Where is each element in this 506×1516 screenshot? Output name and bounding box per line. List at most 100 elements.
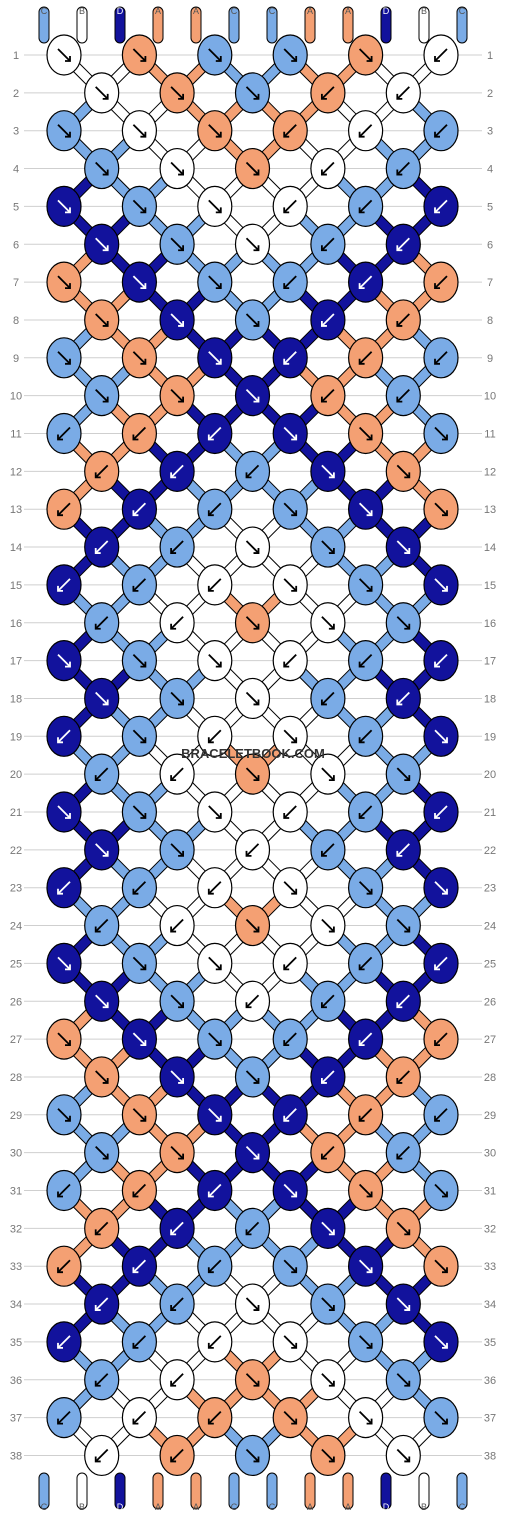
knot-arrow [358,1335,373,1349]
knot-arrowhead [396,93,403,100]
knot-arrowhead [253,1380,260,1387]
knot-arrowhead [57,1342,63,1349]
knot-arrowhead [178,93,184,100]
knot-arrow [170,161,184,176]
knot-arrow [396,1297,410,1311]
knot-arrowhead [404,775,411,782]
knot-arrowhead [94,926,101,933]
knot-arrow [358,578,373,592]
knot-arrow [321,540,335,554]
knot-arrowhead [253,396,260,403]
knot-arrowhead [283,661,290,668]
knot-arrowhead [102,1002,109,1009]
knot-arrow [283,956,297,971]
knot-arrow [208,1108,222,1122]
knot-arrow [245,616,260,630]
knot-arrow [321,86,335,100]
knot-arrowhead [328,1456,335,1463]
row-number-left: 8 [13,315,19,327]
knot-arrow [170,1297,184,1311]
knot-arrowhead [442,1267,448,1274]
knot-arrowhead [207,1191,214,1198]
knot-arrowhead [170,548,177,554]
knot-arrow [57,48,71,62]
row-number-right: 18 [484,693,496,705]
knot-arrow [57,1183,71,1198]
knot-arrow [283,1032,297,1046]
knot-arrowhead [321,699,327,706]
knot-arrowhead [207,510,214,517]
knot-arrow [95,691,109,706]
knot-arrow [170,994,184,1008]
knot-arrow [170,1373,184,1387]
knot-arrow [57,124,71,138]
knot-arrowhead [253,775,260,782]
knot-arrow [283,1335,297,1349]
knot-arrowhead [57,434,63,441]
knot-arrowhead [57,737,63,744]
knot-arrow [434,1410,448,1425]
knot-arrowhead [404,472,411,479]
strand-letter: D [383,1502,390,1512]
knot-arrow [57,1259,71,1273]
knot-arrow [434,124,448,138]
knot-arrow [245,1221,260,1235]
knot-arrowhead [434,207,440,214]
knot-arrow [396,464,410,478]
knot-arrow [358,1108,373,1122]
row-number-right: 34 [484,1299,496,1311]
knot-arrow [396,616,410,630]
knot-arrowhead [65,131,71,138]
knot-arrowhead [215,964,222,971]
knot-arrowhead [358,737,365,744]
knot-arrowhead [358,207,365,214]
row-number-left: 13 [10,504,22,516]
knot-arrowhead [140,207,147,214]
knot-arrowhead [321,396,327,403]
knot-arrowhead [396,850,403,857]
knot-arrow [245,161,260,176]
knot-arrow [245,767,260,781]
knot-arrow [208,653,222,668]
knot-arrowhead [358,131,365,138]
knot-arrowhead [253,320,260,327]
knot-arrow [170,1070,184,1084]
knot-arrow [283,729,297,743]
knot-arrowhead [283,283,290,289]
knot-arrow [434,426,448,441]
knot-arrow [396,994,410,1008]
knot-arrowhead [140,661,147,668]
knot-arrow [57,881,71,895]
knot-arrow [358,653,373,668]
row-number-left: 6 [13,239,19,251]
knot-arrowhead [253,245,260,252]
knot-arrowhead [178,245,184,252]
knot-arrowhead [442,434,448,441]
knot-arrow [321,1221,335,1235]
knot-arrow [358,729,373,743]
knot-arrowhead [215,661,222,668]
knot-arrow [95,540,109,554]
row-number-left: 25 [10,958,22,970]
knot-arrow [434,956,448,971]
knot-arrowhead [253,1077,260,1084]
strand-letter: A [307,1502,313,1512]
knot-arrowhead [170,472,177,479]
knot-arrowhead [65,358,71,365]
knot-arrow [132,729,147,743]
row-number-left: 16 [10,618,22,630]
knot-arrow [245,313,260,327]
knot-arrowhead [102,169,109,176]
knot-arrow [358,1183,373,1198]
knot-arrow [95,616,109,630]
knot-arrowhead [94,1229,101,1236]
knot-arrowhead [253,1456,260,1463]
knot-arrowhead [358,283,365,289]
knot-arrow [358,1032,373,1046]
knot-arrow [245,1373,260,1387]
knot-arrowhead [366,888,373,895]
knot-arrow [434,578,448,592]
knot-arrowhead [434,358,440,365]
knot-arrow [132,1032,147,1046]
knot-arrow [132,805,147,819]
